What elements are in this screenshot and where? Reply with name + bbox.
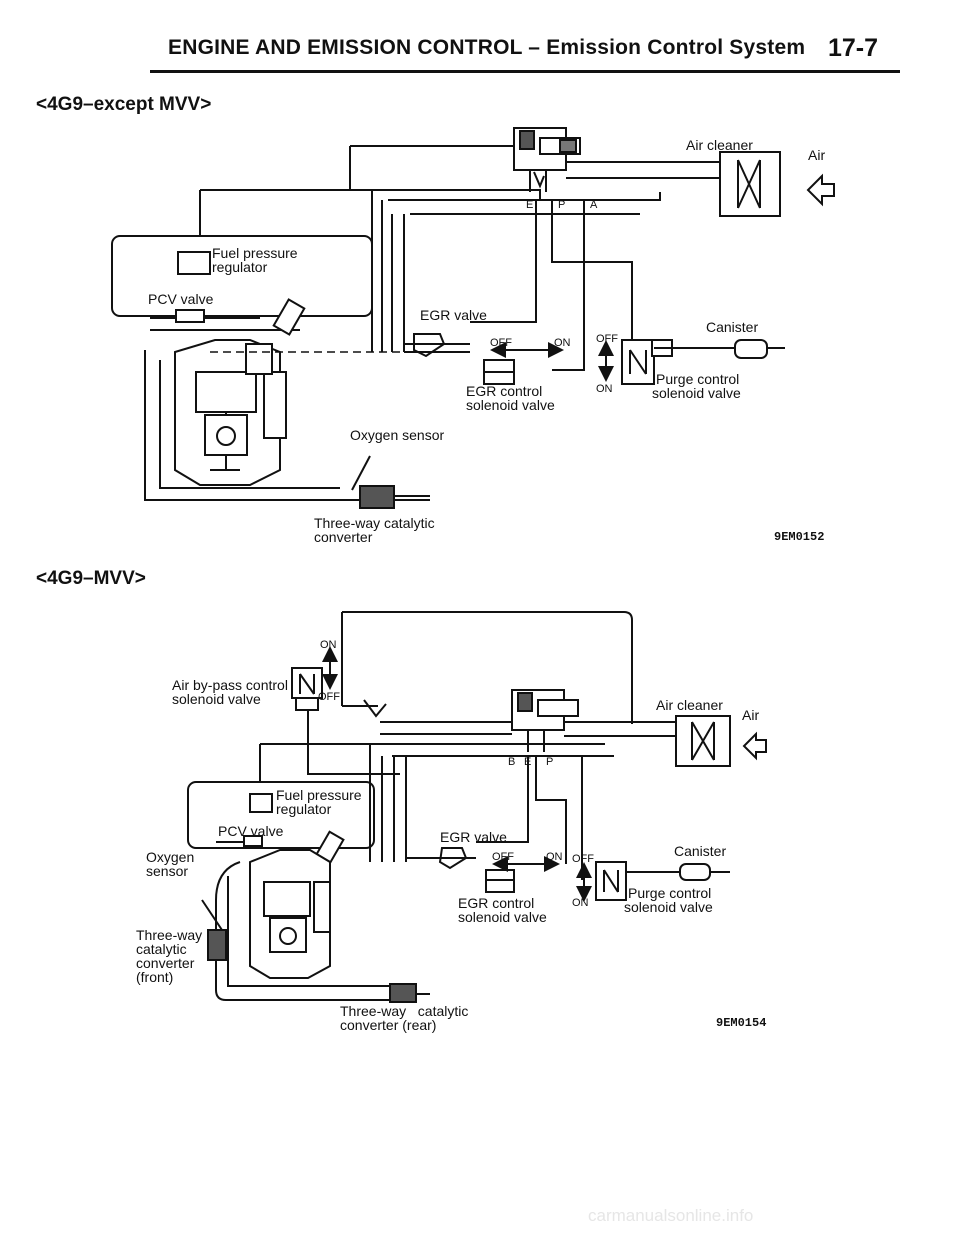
label-purge-off: OFF bbox=[596, 333, 618, 345]
label-oxygen-1: Oxygen bbox=[146, 849, 194, 865]
section-title-except-mvv: <4G9–except MVV> bbox=[36, 94, 212, 115]
label-egr-on-2: ON bbox=[546, 851, 563, 863]
label-rear-cat-2: converter (rear) bbox=[340, 1017, 436, 1033]
page-number: 17-7 bbox=[828, 34, 879, 62]
label-air-cleaner: Air cleaner bbox=[686, 137, 753, 153]
throttle-body-2 bbox=[511, 689, 579, 752]
label-purge-control-2a: Purge control bbox=[628, 885, 711, 901]
intake-duct bbox=[566, 161, 720, 179]
air-inlet-arrow-2 bbox=[742, 731, 767, 761]
label-port-b: B bbox=[508, 756, 515, 768]
label-egr-off-2: OFF bbox=[492, 851, 514, 863]
label-purge-off-2: OFF bbox=[572, 853, 594, 865]
label-pcv-valve: PCV valve bbox=[148, 291, 214, 307]
label-egr-on: ON bbox=[554, 337, 571, 349]
label-egr-valve-2: EGR valve bbox=[440, 829, 507, 845]
header-rule bbox=[150, 70, 900, 73]
page-title: ENGINE AND EMISSION CONTROL – Emission C… bbox=[168, 36, 806, 59]
label-purge-on-2: ON bbox=[572, 897, 589, 909]
label-front-cat-1: Three-way bbox=[136, 927, 202, 943]
engine-block bbox=[174, 339, 287, 486]
air-inlet-arrow bbox=[806, 173, 835, 207]
label-egr-control-2a: EGR control bbox=[458, 895, 534, 911]
label-canister: Canister bbox=[706, 319, 758, 335]
diagram-mvv-labels: ON OFF Air by-pass control solenoid valv… bbox=[136, 639, 766, 1033]
label-port-p-2: P bbox=[546, 756, 553, 768]
label-purge-control-1: Purge control bbox=[656, 371, 739, 387]
label-oxygen-2: sensor bbox=[146, 863, 188, 879]
label-catalytic-1: Three-way catalytic bbox=[314, 515, 435, 531]
label-bypass-1: Air by-pass control bbox=[172, 677, 288, 693]
label-egr-control-1: EGR control bbox=[466, 383, 542, 399]
label-purge-control-2: solenoid valve bbox=[652, 385, 741, 401]
label-pcv-valve-2: PCV valve bbox=[218, 823, 284, 839]
air-cleaner-symbol bbox=[719, 151, 781, 217]
throttle-body bbox=[513, 127, 581, 192]
label-port-p: P bbox=[558, 199, 565, 211]
label-fuel-pressure: Fuel pressure bbox=[212, 245, 298, 261]
purge-solenoid-symbol bbox=[621, 339, 673, 385]
engine-block-2 bbox=[249, 849, 331, 979]
diagram-mvv bbox=[187, 611, 767, 1003]
air-cleaner-symbol-2 bbox=[675, 715, 731, 767]
label-front-cat-4: (front) bbox=[136, 969, 173, 985]
figure-id-2: 9EM0154 bbox=[716, 1016, 766, 1030]
label-port-e-2: E bbox=[524, 756, 531, 768]
label-rear-cat-1: Three-way catalytic bbox=[340, 1003, 468, 1019]
label-egr-control-2b: solenoid valve bbox=[458, 909, 547, 925]
label-port-e: E bbox=[526, 199, 533, 211]
diagram-except-mvv bbox=[111, 127, 835, 509]
label-egr-valve: EGR valve bbox=[420, 307, 487, 323]
label-air-cleaner-2: Air cleaner bbox=[656, 697, 723, 713]
label-port-a: A bbox=[590, 199, 598, 211]
label-front-cat-2: catalytic bbox=[136, 941, 187, 957]
label-egr-off: OFF bbox=[490, 337, 512, 349]
label-air-2: Air bbox=[742, 707, 759, 723]
label-canister-2: Canister bbox=[674, 843, 726, 859]
watermark: carmanualsonline.info bbox=[588, 1206, 754, 1225]
egr-solenoid-symbol bbox=[483, 359, 515, 385]
label-regulator-2: regulator bbox=[276, 801, 332, 817]
label-purge-on: ON bbox=[596, 383, 613, 395]
label-oxygen-sensor: Oxygen sensor bbox=[350, 427, 444, 443]
bypass-solenoid-symbol bbox=[291, 667, 323, 711]
label-air: Air bbox=[808, 147, 825, 163]
label-egr-control-2: solenoid valve bbox=[466, 397, 555, 413]
label-regulator: regulator bbox=[212, 259, 268, 275]
label-bypass-2: solenoid valve bbox=[172, 691, 261, 707]
diagram-except-mvv-labels: Air cleaner Air E P A Fuel pressure regu… bbox=[148, 137, 825, 545]
label-bypass-off: OFF bbox=[318, 691, 340, 703]
section-title-mvv: <4G9–MVV> bbox=[36, 568, 146, 589]
figure-id-1: 9EM0152 bbox=[774, 530, 824, 544]
label-purge-control-2b: solenoid valve bbox=[624, 899, 713, 915]
label-front-cat-3: converter bbox=[136, 955, 195, 971]
label-bypass-on: ON bbox=[320, 639, 337, 651]
label-catalytic-2: converter bbox=[314, 529, 373, 545]
label-fuel-pressure-2: Fuel pressure bbox=[276, 787, 362, 803]
